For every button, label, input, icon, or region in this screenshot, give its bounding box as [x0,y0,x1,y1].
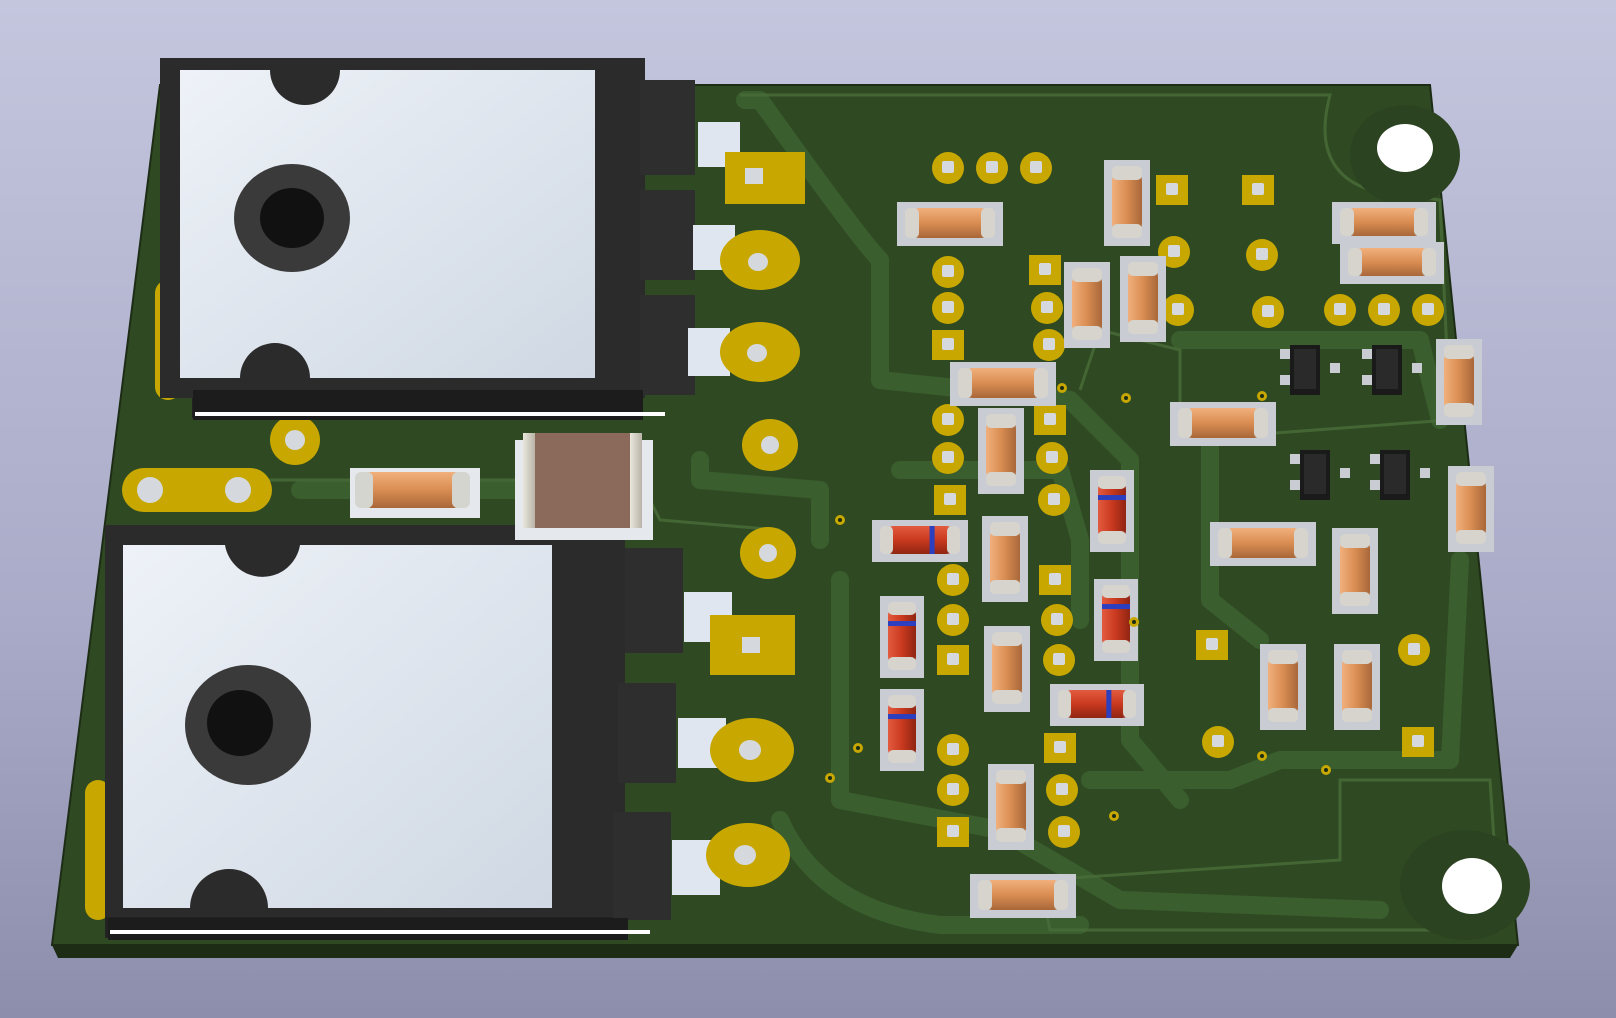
th-pad [937,564,969,596]
th-pad [1252,296,1284,328]
smd-resistor [1332,202,1436,244]
th-pad [932,330,964,360]
smd-resistor [1120,256,1166,342]
mounting-holes [1350,105,1530,940]
smd-resistors [897,160,1494,918]
smd-diode [1090,470,1134,552]
smd-resistor [982,516,1028,602]
via [853,743,863,753]
smd-resistor [1064,262,1110,348]
th-pad [937,817,969,847]
smd-diodes [872,470,1144,771]
sot23-transistor [1280,345,1340,395]
th-pad [932,256,964,288]
sot23-transistor [1370,450,1430,500]
th-pad [1039,565,1071,595]
th-pad [1043,644,1075,676]
smd-diode [880,689,924,771]
sot23-transistors [1280,345,1430,500]
smd-resistor [1334,644,1380,730]
smd-resistor [988,764,1034,850]
smd-resistor [1170,402,1276,446]
vias [825,383,1331,821]
through-hole-pads [932,152,1444,848]
smd-diode [1050,684,1144,726]
via [1321,765,1331,775]
smd-resistor [1260,644,1306,730]
smd-resistor [897,202,1003,246]
th-pad [934,485,966,515]
smd-resistor [978,408,1024,494]
th-pad [976,152,1008,184]
th-pad [937,774,969,806]
smd-resistor [1104,160,1150,246]
smd-resistor [984,626,1030,712]
th-pad [1162,294,1194,326]
th-pad [1041,604,1073,636]
power-transistor-bottom [105,525,796,940]
smd-resistor [1340,242,1444,284]
th-pad [932,404,964,436]
via [825,773,835,783]
smd-resistor [1332,528,1378,614]
th-pad [1368,294,1400,326]
th-pad [1044,733,1076,763]
smd-resistor [1448,466,1494,552]
th-pad [1398,634,1430,666]
th-pad [1033,329,1065,361]
sot23-transistor [1362,345,1422,395]
via [1121,393,1131,403]
smd-diode [880,596,924,678]
smd-resistor [1436,339,1482,425]
sot23-transistor [1290,450,1350,500]
th-pad [932,152,964,184]
smd-diode [872,520,968,562]
via [835,515,845,525]
th-pad [1038,484,1070,516]
via [1257,391,1267,401]
th-pad [937,734,969,766]
via [1129,617,1139,627]
th-pad [1202,726,1234,758]
th-pad [1242,175,1274,205]
th-pad [1156,175,1188,205]
th-pad [1324,294,1356,326]
th-pad [1034,405,1066,435]
th-pad [1046,774,1078,806]
via [1257,751,1267,761]
th-pad [932,442,964,474]
th-pad [1036,442,1068,474]
smd-resistor [1210,522,1316,566]
th-pad [1029,255,1061,285]
resistor-large [350,468,480,518]
smd-resistor [950,362,1056,406]
smd-resistor [970,874,1076,918]
th-pad [1196,630,1228,660]
th-pad [1402,727,1434,757]
via [1109,811,1119,821]
th-pad [1031,292,1063,324]
ceramic-capacitor [515,433,653,540]
th-pad [937,645,969,675]
th-pad [1048,816,1080,848]
via [1057,383,1067,393]
th-pad [932,292,964,324]
th-pad [1412,294,1444,326]
th-pad [1020,152,1052,184]
power-transistor-top [160,58,805,471]
th-pad [1246,239,1278,271]
th-pad [937,604,969,636]
